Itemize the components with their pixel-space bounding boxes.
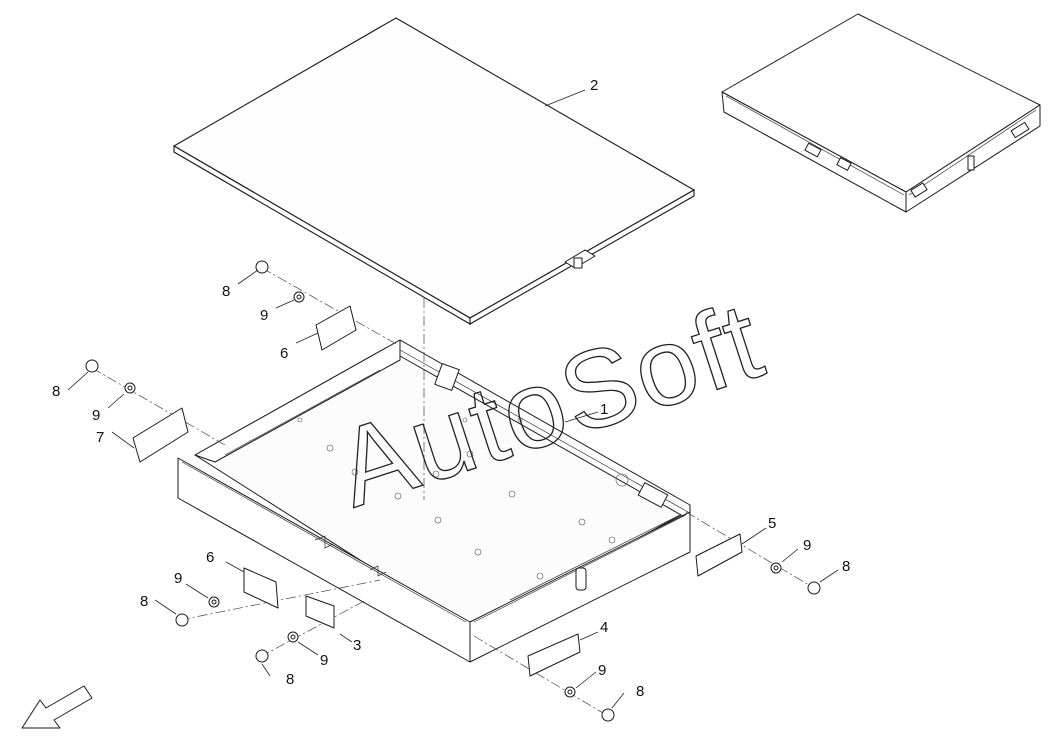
direction-arrow-icon <box>21 685 93 729</box>
callout-6-lower: 6 <box>206 549 214 566</box>
callout-8-right: 8 <box>842 558 850 575</box>
callout-4: 4 <box>600 619 608 636</box>
bracket-6-lower <box>243 567 279 609</box>
washer-parts <box>124 291 782 698</box>
bracket-7 <box>132 407 189 463</box>
bracket-6-upper <box>315 305 357 351</box>
callout-8-left: 8 <box>52 383 60 400</box>
callout-8-upper: 8 <box>222 283 230 300</box>
callout-6-upper: 6 <box>280 345 288 362</box>
leader-lines <box>67 89 839 709</box>
axis-line-left <box>91 367 226 446</box>
base-tray <box>177 339 691 663</box>
callout-9-front-left: 9 <box>174 570 182 587</box>
callout-9-front-center: 9 <box>320 652 328 669</box>
callout-2: 2 <box>590 77 598 94</box>
bracket-5 <box>695 533 743 577</box>
callout-5: 5 <box>768 515 776 532</box>
axis-line-front-left <box>179 579 381 621</box>
lid-panel <box>172 17 696 325</box>
bracket-4 <box>527 633 581 677</box>
callout-8-front-left: 8 <box>140 593 148 610</box>
bracket-3 <box>305 595 335 629</box>
callout-9-front-right: 9 <box>598 662 606 679</box>
callout-8-front-center: 8 <box>286 671 294 688</box>
callout-1: 1 <box>600 401 608 418</box>
assembled-tray-view <box>721 13 1041 213</box>
screw-parts <box>85 260 821 722</box>
callout-3: 3 <box>353 637 361 654</box>
callout-7: 7 <box>96 429 104 446</box>
axis-line-front-right <box>473 635 609 717</box>
callout-8-front-right: 8 <box>636 683 644 700</box>
callout-9-upper: 9 <box>260 307 268 324</box>
axis-line-front-center <box>259 599 367 658</box>
callout-9-right: 9 <box>803 537 811 554</box>
callout-9-left: 9 <box>92 407 100 424</box>
axis-line-upper <box>261 267 399 346</box>
axis-line-right <box>685 511 815 589</box>
